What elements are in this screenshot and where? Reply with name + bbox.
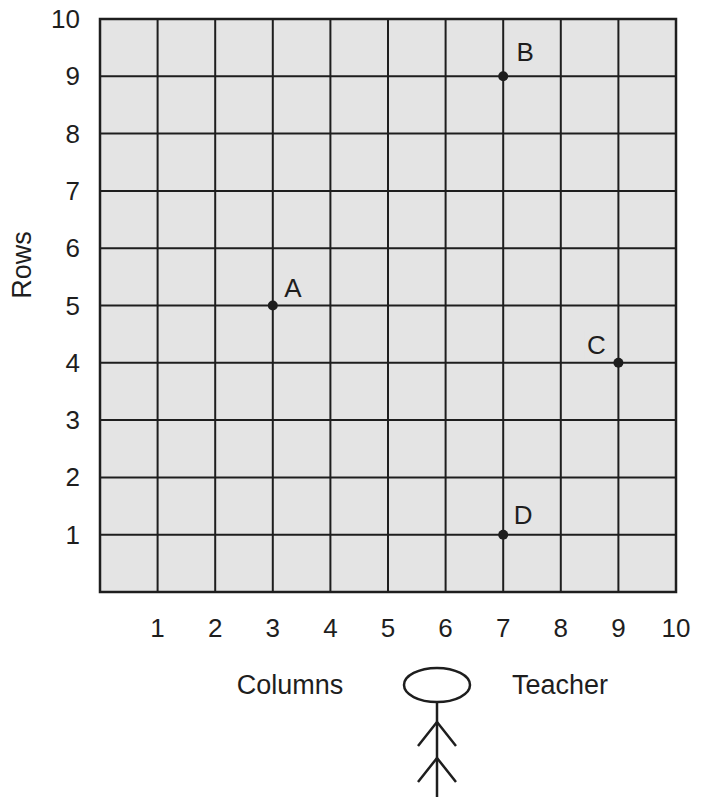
column-number: 6 bbox=[438, 615, 452, 641]
row-number: 6 bbox=[66, 235, 80, 261]
grid-line bbox=[100, 476, 676, 478]
grid-line bbox=[100, 18, 676, 20]
axis-title: Columns bbox=[237, 672, 344, 699]
point-dot bbox=[613, 358, 623, 368]
column-number: 7 bbox=[496, 615, 510, 641]
row-number: 10 bbox=[51, 6, 80, 32]
grid-line bbox=[100, 133, 676, 135]
row-number: 7 bbox=[66, 178, 80, 204]
column-number: 2 bbox=[208, 615, 222, 641]
column-number: 9 bbox=[611, 615, 625, 641]
row-number: 8 bbox=[66, 121, 80, 147]
grid-line bbox=[100, 362, 676, 364]
column-number: 4 bbox=[323, 615, 337, 641]
row-number: 9 bbox=[66, 63, 80, 89]
row-number: 1 bbox=[66, 522, 80, 548]
row-number: 4 bbox=[66, 350, 80, 376]
row-number: 2 bbox=[66, 464, 80, 490]
row-number: 5 bbox=[66, 293, 80, 319]
column-number: 8 bbox=[554, 615, 568, 641]
point-dot bbox=[498, 71, 508, 81]
row-number: 3 bbox=[66, 407, 80, 433]
grid-line bbox=[100, 75, 676, 77]
column-number: 1 bbox=[150, 615, 164, 641]
point-label: B bbox=[515, 38, 536, 66]
point-label: A bbox=[282, 274, 303, 302]
teacher-figure bbox=[404, 668, 470, 797]
point-label: C bbox=[585, 331, 608, 359]
point-label: D bbox=[512, 501, 535, 529]
grid-line bbox=[100, 591, 676, 593]
axis-title: Rows bbox=[9, 231, 36, 299]
figure-label: Teacher bbox=[512, 672, 608, 699]
grid-line bbox=[100, 419, 676, 421]
grid-line bbox=[100, 305, 676, 307]
column-number: 10 bbox=[662, 615, 691, 641]
grid-line bbox=[100, 534, 676, 536]
grid-line bbox=[100, 247, 676, 249]
column-number: 5 bbox=[381, 615, 395, 641]
point-dot bbox=[268, 301, 278, 311]
point-dot bbox=[498, 530, 508, 540]
column-number: 3 bbox=[266, 615, 280, 641]
grid-ground bbox=[100, 19, 676, 592]
grid-line bbox=[100, 190, 676, 192]
